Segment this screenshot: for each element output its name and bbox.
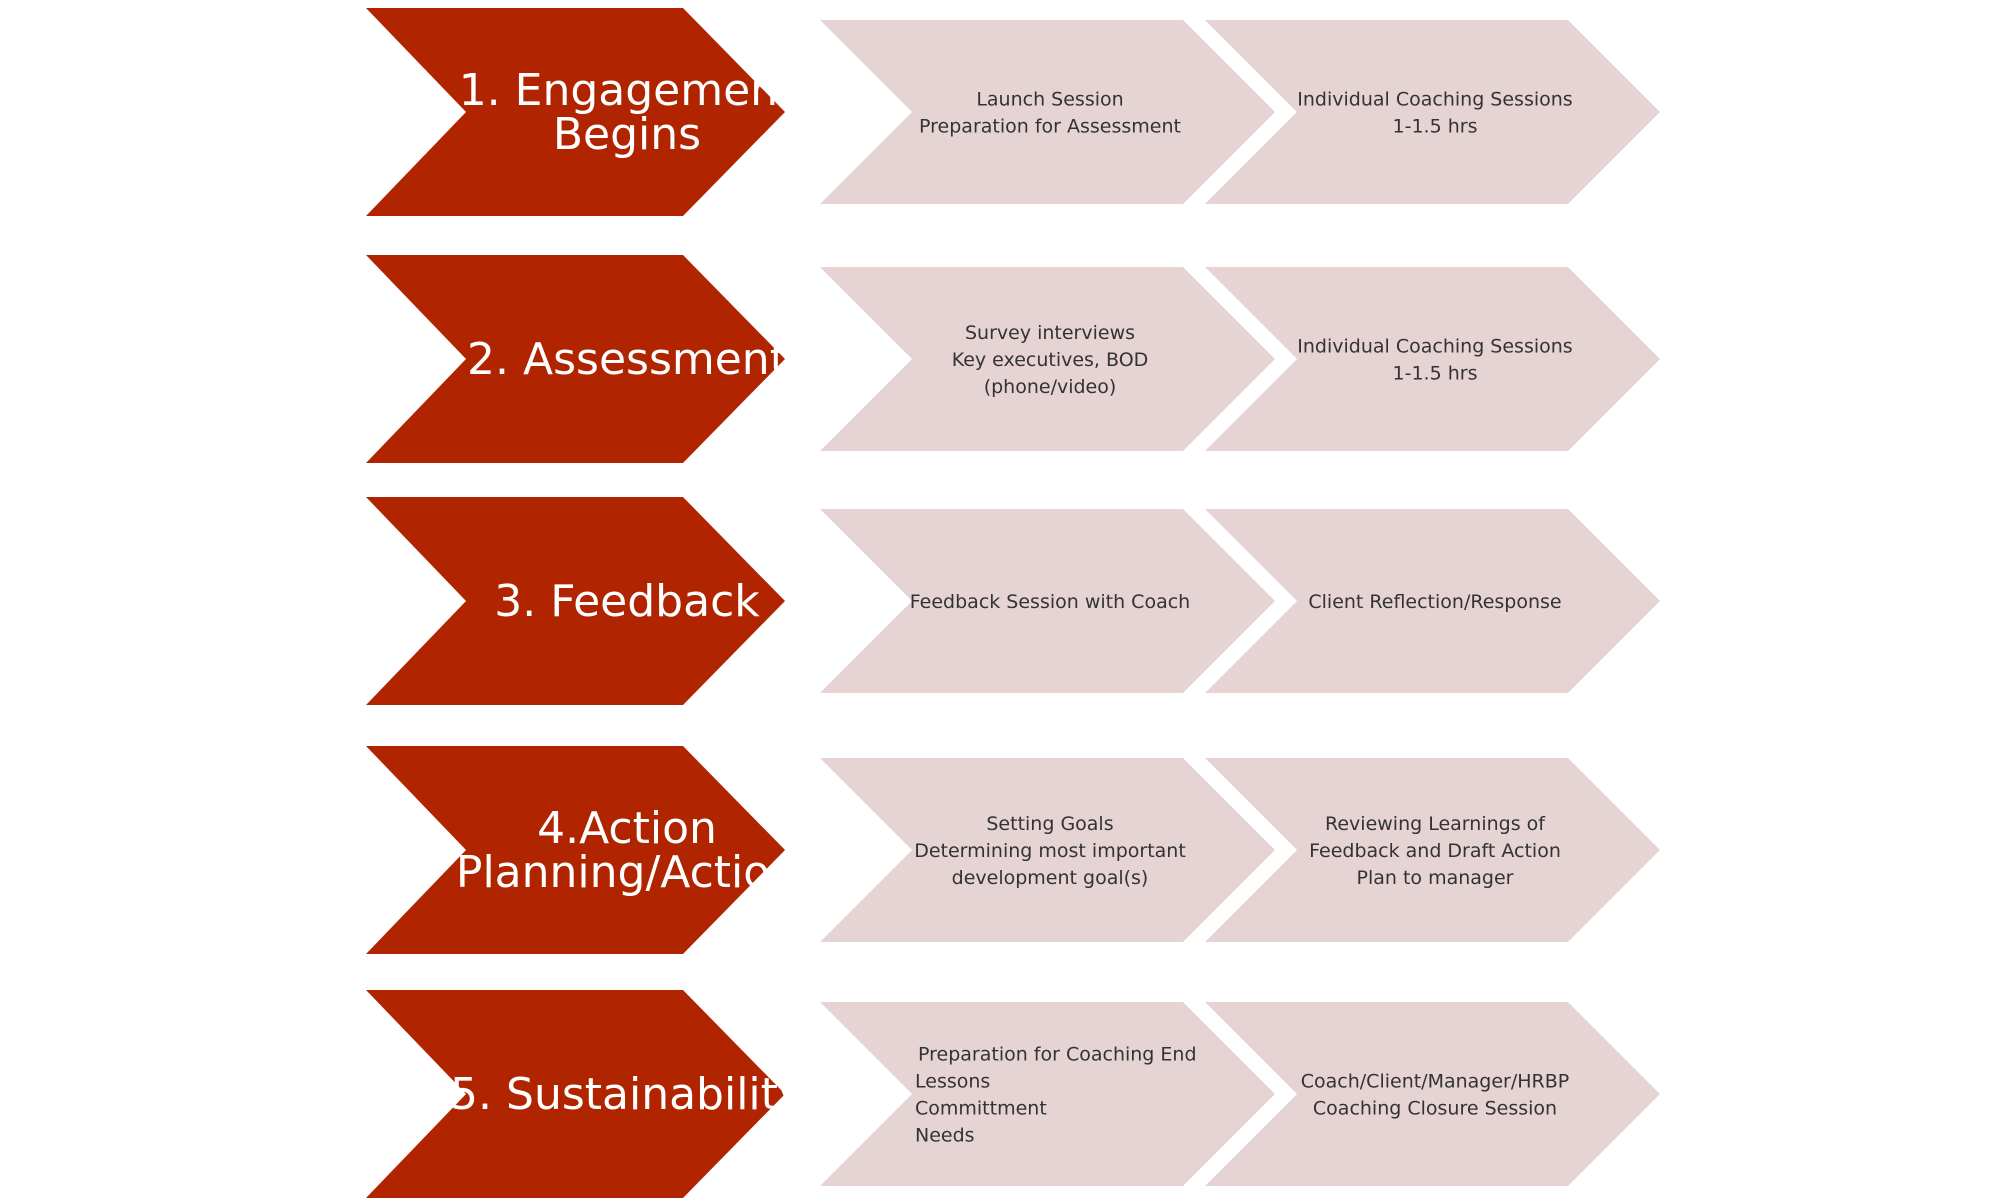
step-chevron	[1205, 267, 1660, 451]
step-text-line: Coaching Closure Session	[1313, 1098, 1557, 1120]
stage-chevron	[366, 990, 785, 1198]
step-text-line: Setting Goals	[986, 813, 1113, 835]
step-text-line: Needs	[915, 1125, 975, 1147]
step-text-line: Coach/Client/Manager/HRBP	[1301, 1071, 1570, 1093]
step-chevron	[820, 758, 1275, 942]
step-text-line: Client Reflection/Response	[1308, 591, 1561, 613]
step-text-line: 1-1.5 hrs	[1393, 363, 1478, 385]
step-chevron	[1205, 509, 1660, 693]
stage-label-line: 3. Feedback	[494, 576, 760, 627]
step-text: Individual Coaching Sessions 1-1.5 hrs	[1297, 89, 1572, 138]
step-text-line: Reviewing Learnings of	[1325, 813, 1546, 835]
stage-label-line: 4.Action	[537, 803, 717, 854]
step-text: Coach/Client/Manager/HRBP Coaching Closur…	[1301, 1071, 1570, 1120]
step-text-line: Individual Coaching Sessions	[1297, 336, 1572, 358]
step-text-line: Determining most important	[914, 840, 1186, 862]
step-text-line: Key executives, BOD	[952, 349, 1149, 371]
step-text-line: development goal(s)	[952, 867, 1149, 889]
step-text: Client Reflection/Response	[1308, 591, 1561, 613]
stage-label-line: 2. Assessment	[467, 334, 787, 385]
step-chevron	[820, 1002, 1275, 1186]
step-text-line: (phone/video)	[984, 376, 1117, 398]
step-text-line: Feedback Session with Coach	[910, 591, 1190, 613]
step-text-line: Launch Session	[976, 89, 1123, 111]
step-text: Individual Coaching Sessions 1-1.5 hrs	[1297, 336, 1572, 385]
step-chevron	[820, 267, 1275, 451]
step-text-line: 1-1.5 hrs	[1393, 116, 1478, 138]
stage-chevron	[366, 746, 785, 954]
stage-label-line: Planning/Action	[456, 847, 798, 898]
stage-chevron	[366, 255, 785, 463]
step-text-line: Preparation for Assessment	[919, 116, 1181, 138]
stage-label-line: 5. Sustainability	[450, 1069, 804, 1120]
step-text: Feedback Session with Coach	[910, 591, 1190, 613]
stage-chevron	[366, 8, 785, 216]
stage-label: 5. Sustainability	[450, 1069, 804, 1120]
stage-label-line: 1. Engagement	[459, 65, 796, 116]
process-row: 5. Sustainability Preparation for Coachin…	[366, 990, 1660, 1198]
step-text-line: Survey interviews	[965, 322, 1135, 344]
stage-label-line: Begins	[553, 109, 701, 160]
step-text: Reviewing Learnings of Feedback and Draft…	[1309, 813, 1561, 889]
stage-label: 2. Assessment	[467, 334, 787, 385]
step-text-line: Individual Coaching Sessions	[1297, 89, 1572, 111]
step-text-line: Preparation for Coaching End	[918, 1044, 1197, 1066]
step-chevron	[820, 20, 1275, 204]
step-chevron	[1205, 758, 1660, 942]
stage-chevron	[366, 497, 785, 705]
process-row: 3. Feedback Feedback Session with Coach Cl…	[366, 497, 1660, 705]
step-text-line: Feedback and Draft Action	[1309, 840, 1561, 862]
step-chevron	[1205, 20, 1660, 204]
stage-label: 3. Feedback	[494, 576, 760, 627]
step-chevron	[1205, 1002, 1660, 1186]
step-text-line: Committment	[915, 1098, 1047, 1120]
step-chevron	[820, 509, 1275, 693]
step-text-line: Plan to manager	[1357, 867, 1514, 889]
step-text-line: Lessons	[915, 1071, 990, 1093]
